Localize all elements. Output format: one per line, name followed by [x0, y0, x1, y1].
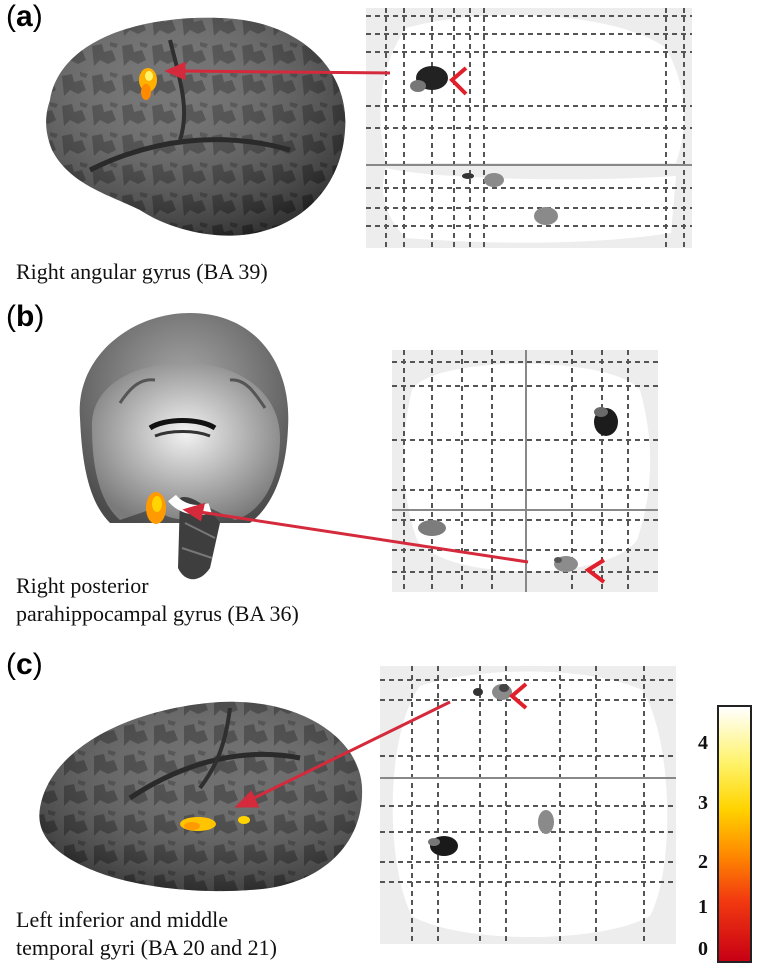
colorbar-tick-0: 0	[698, 938, 708, 960]
panel-label-b: (b)	[6, 300, 45, 333]
colorbar	[717, 705, 752, 963]
activation-blob-a	[139, 68, 157, 100]
panel-label-a: (a)	[6, 0, 43, 33]
panel-b: (b)	[0, 300, 760, 630]
glass-brain-axial-c	[380, 666, 676, 944]
colorbar-tick-1: 1	[698, 896, 708, 918]
lateral-brain-surface-c	[39, 701, 363, 892]
activation-blob-b	[146, 492, 166, 524]
colorbar-tick-4: 4	[698, 732, 708, 754]
coronal-brain-cutaway-b	[79, 313, 289, 580]
caption-a: Right angular gyrus (BA 39)	[16, 259, 268, 284]
glass-brain-sagittal-a	[366, 8, 692, 248]
caption-c: Left inferior and middle temporal gyri (…	[16, 907, 277, 960]
colorbar-tick-3: 3	[698, 792, 708, 814]
panel-a: (a)	[0, 0, 760, 300]
glass-brain-coronal-b	[392, 350, 658, 592]
panel-label-c: (c)	[6, 648, 43, 681]
lateral-brain-surface-a	[46, 17, 346, 236]
colorbar-tick-2: 2	[698, 851, 708, 873]
caption-b: Right posterior parahippocampal gyrus (B…	[16, 573, 299, 626]
panel-c: (c)	[0, 648, 760, 973]
activation-blob-c	[180, 816, 250, 831]
